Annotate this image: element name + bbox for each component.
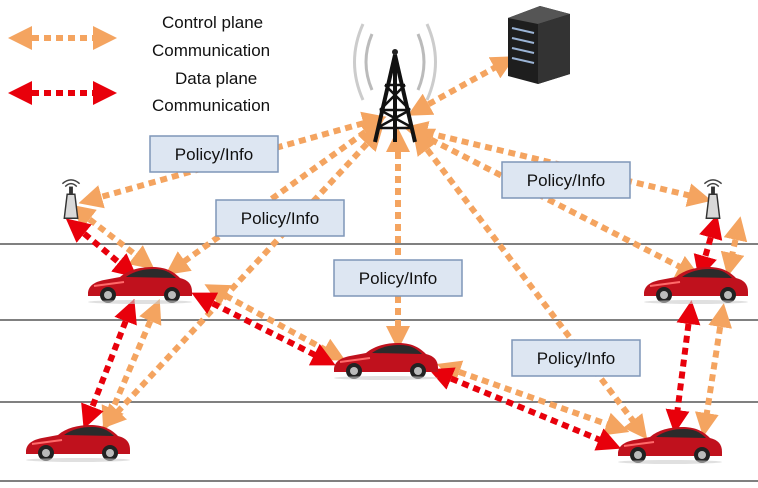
policy-info-box: Policy/Info xyxy=(215,199,345,237)
legend-control-label-1: Control plane xyxy=(162,13,263,32)
roadside-unit-icon xyxy=(703,179,723,219)
roadside-unit-icon xyxy=(61,179,81,219)
policy-info-label: Policy/Info xyxy=(359,269,437,288)
car-icon xyxy=(87,266,193,304)
cell-tower-icon xyxy=(353,23,437,143)
policy-info-label: Policy/Info xyxy=(527,171,605,190)
car-icon xyxy=(333,342,439,380)
policy-info-label: Policy/Info xyxy=(537,349,615,368)
legend-data-label-2: Communication xyxy=(152,96,270,115)
policy-info-box: Policy/Info xyxy=(501,161,631,199)
car-icon xyxy=(25,424,131,462)
car-icon xyxy=(617,426,723,464)
legend-data-label-1: Data plane xyxy=(175,69,257,88)
legend: Control plane Communication Data plane C… xyxy=(7,13,270,115)
policy-info-box: Policy/Info xyxy=(511,339,641,377)
car-icon xyxy=(643,266,749,304)
policy-info-box: Policy/Info xyxy=(333,259,463,297)
policy-info-label: Policy/Info xyxy=(175,145,253,164)
legend-control-label-2: Communication xyxy=(152,41,270,60)
server-icon xyxy=(508,6,570,84)
policy-info-box: Policy/Info xyxy=(149,135,279,173)
data-plane-links xyxy=(65,214,723,451)
policy-info-label: Policy/Info xyxy=(241,209,319,228)
